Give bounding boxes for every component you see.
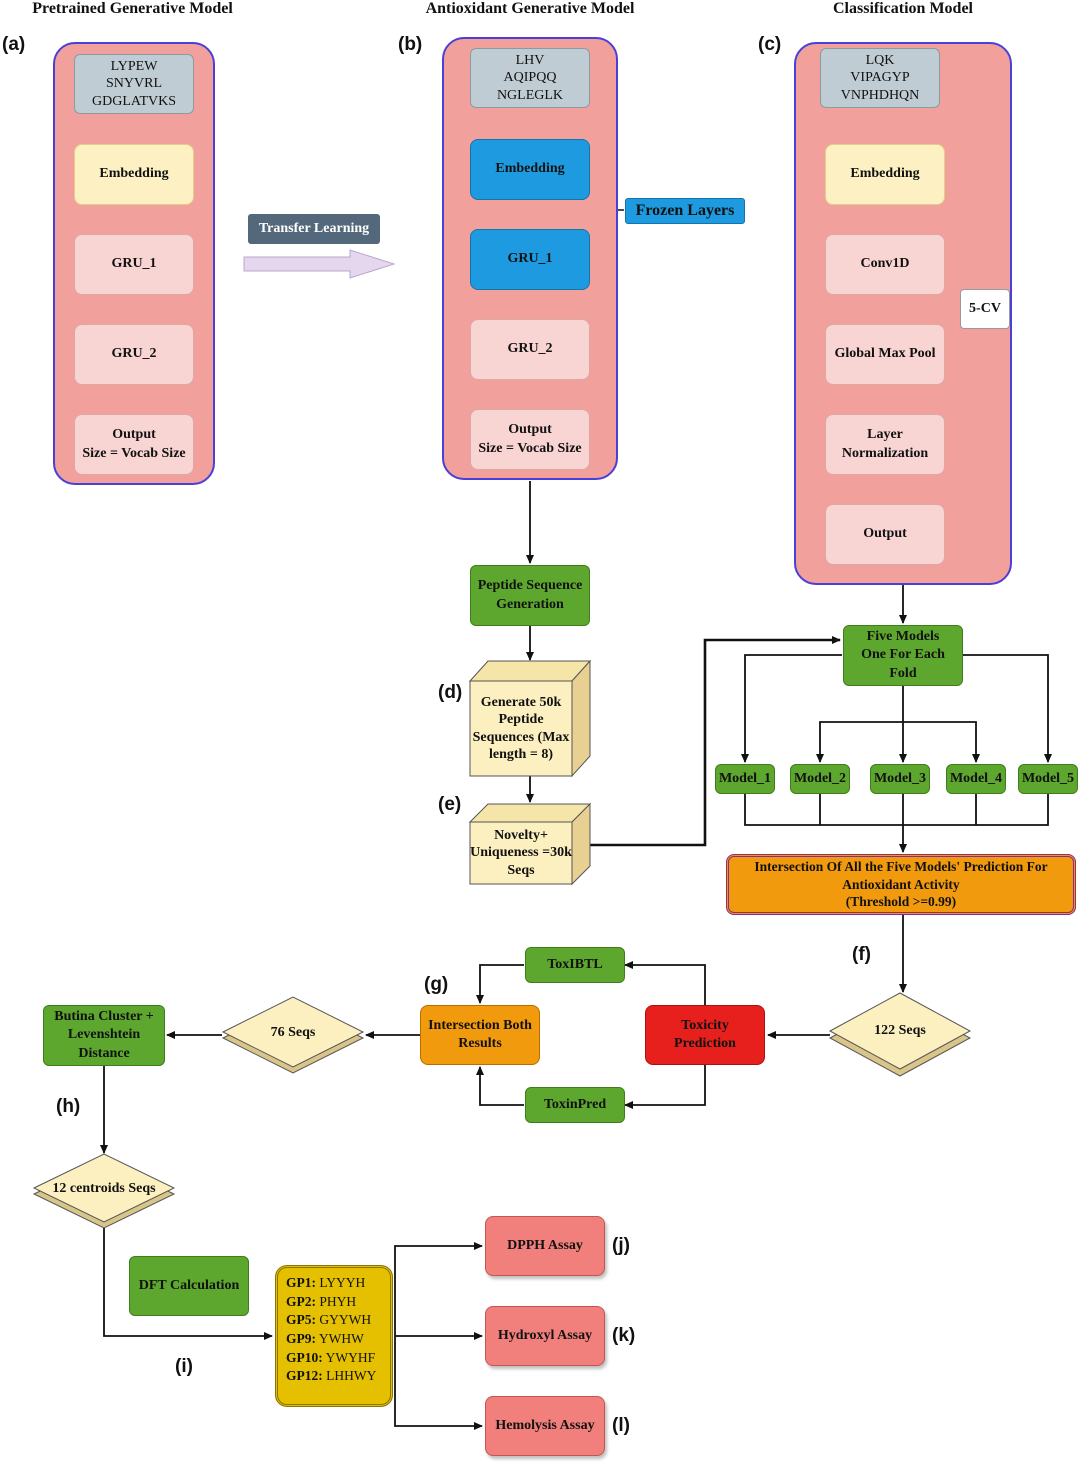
butina-cluster-box: Butina Cluster + Levenshtein Distance <box>43 1005 165 1066</box>
gru2-b: GRU_2 <box>470 319 590 380</box>
seqs-76-label: 76 Seqs <box>270 1025 316 1041</box>
gru1-b: GRU_1 <box>470 229 590 290</box>
peptide-generation-box: Peptide Sequence Generation <box>470 565 590 626</box>
title-classification: Classification Model <box>833 0 973 17</box>
candidate-peptides-box: GP1: LYYYH GP2: PHYH GP5: GYYWH GP9: YWH… <box>275 1265 393 1407</box>
label-b: (b) <box>398 34 423 55</box>
model-1-box: Model_1 <box>715 764 775 794</box>
output-c: Output <box>825 504 945 565</box>
novelty-label: Novelty+ Uniqueness =30k Seqs <box>470 827 572 878</box>
model-5-box: Model_5 <box>1018 764 1078 794</box>
centroids-label: 12 centroids Seqs <box>52 1181 156 1197</box>
gru2-a: GRU_2 <box>74 324 194 385</box>
intersection-five-models-box: Intersection Of All the Five Models' Pre… <box>726 854 1076 915</box>
title-antioxidant: Antioxidant Generative Model <box>425 0 635 17</box>
transfer-learning-label: Transfer Learning <box>248 214 380 244</box>
embedding-b: Embedding <box>470 139 590 200</box>
gp-row: GP1: LYYYH <box>286 1275 366 1290</box>
label-i: (i) <box>175 1356 193 1377</box>
label-k: (k) <box>612 1325 636 1346</box>
output-b: Output Size = Vocab Size <box>470 409 590 470</box>
label-f: (f) <box>852 944 871 965</box>
generate-50k-label: Generate 50k Peptide Sequences (Max leng… <box>472 694 570 763</box>
label-e: (e) <box>438 794 462 815</box>
layer-normalization-c: Layer Normalization <box>825 414 945 475</box>
transfer-arrow <box>243 249 396 279</box>
generate-cube <box>468 659 592 778</box>
toxibtl-box: ToxIBTL <box>525 947 625 983</box>
seq-input-b: LHV AQIPQQ NGLEGLK <box>470 48 590 108</box>
five-models-box: Five Models One For Each Fold <box>843 625 963 686</box>
frozen-layers-label: Frozen Layers <box>625 198 745 224</box>
centroids-diamond <box>32 1153 176 1229</box>
model-2-box: Model_2 <box>790 764 850 794</box>
seqs122-diamond <box>828 992 972 1077</box>
gp-row: GP12: LHHWY <box>286 1368 377 1384</box>
global-max-pool-c: Global Max Pool <box>825 324 945 385</box>
gp-row: GP9: YWHW <box>286 1330 364 1346</box>
intersection-both-box: Intersection Both Results <box>420 1005 540 1065</box>
gp-row: GP2: PHYH <box>286 1293 357 1309</box>
conv1d-c: Conv1D <box>825 234 945 295</box>
gp-row: GP10: YWYHF <box>286 1349 376 1365</box>
model-4-box: Model_4 <box>946 764 1006 794</box>
dpph-assay-box: DPPH Assay <box>485 1216 605 1276</box>
toxinpred-box: ToxinPred <box>525 1087 625 1123</box>
output-a: Output Size = Vocab Size <box>74 414 194 475</box>
gru1-a: GRU_1 <box>74 234 194 295</box>
label-c: (c) <box>758 34 782 55</box>
novelty-cube <box>468 802 592 886</box>
toxicity-prediction-box: Toxicity Prediction <box>645 1005 765 1065</box>
seqs-122-label: 122 Seqs <box>874 1023 926 1039</box>
label-a: (a) <box>2 34 26 55</box>
hemolysis-assay-box: Hemolysis Assay <box>485 1396 605 1456</box>
label-d: (d) <box>438 682 463 703</box>
label-l: (l) <box>612 1415 630 1436</box>
label-j: (j) <box>612 1235 630 1256</box>
five-cv-label: 5-CV <box>960 289 1010 329</box>
gp-row: GP5: GYYWH <box>286 1312 372 1328</box>
label-g: (g) <box>424 974 449 995</box>
title-pretrained: Pretrained Generative Model <box>32 0 233 17</box>
embedding-c: Embedding <box>825 144 945 205</box>
seq-input-a: LYPEW SNYVRL GDGLATVKS <box>74 54 194 114</box>
model-3-box: Model_3 <box>870 764 930 794</box>
label-h: (h) <box>56 1096 81 1117</box>
seq-input-c: LQK VIPAGYP VNPHDHQN <box>820 48 940 108</box>
seqs76-diamond <box>221 996 365 1074</box>
embedding-a: Embedding <box>74 144 194 205</box>
dft-calculation-box: DFT Calculation <box>129 1256 249 1316</box>
hydroxyl-assay-box: Hydroxyl Assay <box>485 1306 605 1366</box>
